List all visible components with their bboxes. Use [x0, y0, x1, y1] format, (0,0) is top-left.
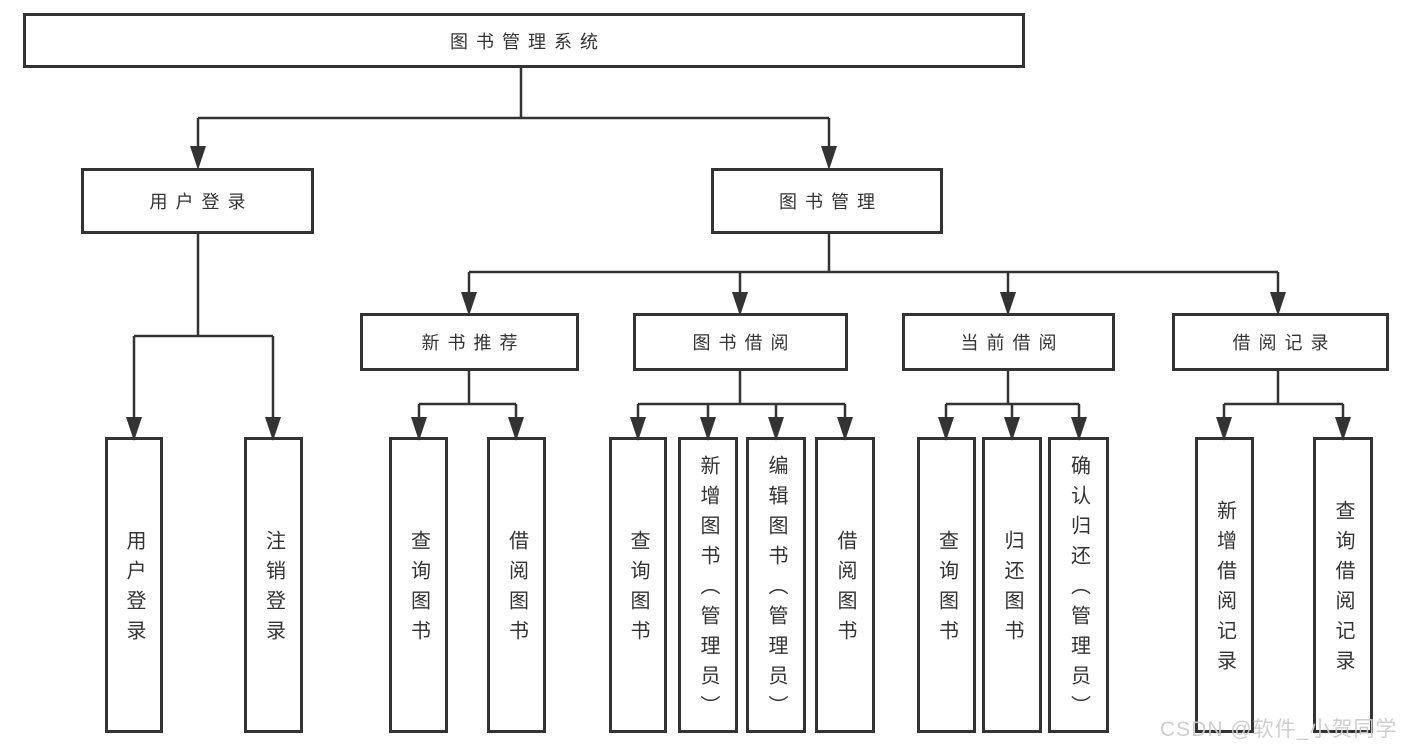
leaf-query-books-2: 查询图书 [609, 437, 667, 733]
leaf-edit-book-admin-label: 编辑图书（管理员） [765, 455, 787, 725]
leaf-add-borrow-record: 新增借阅记录 [1195, 437, 1254, 733]
leaf-query-borrow-record: 查询借阅记录 [1313, 437, 1373, 733]
leaf-return-book-label: 归还图书 [1001, 530, 1023, 650]
csdn-watermark: CSDN @软件_小贺同学 [1160, 718, 1398, 741]
leaf-borrow-books-2-label: 借阅图书 [834, 530, 856, 650]
node-user-login-label: 用户登录 [149, 192, 254, 212]
leaf-query-books-1-label: 查询图书 [407, 530, 430, 650]
leaf-confirm-return-admin-label: 确认归还（管理员） [1067, 455, 1090, 725]
node-current-borrowing-label: 当前借阅 [960, 333, 1065, 353]
leaf-add-borrow-record-label: 新增借阅记录 [1213, 500, 1236, 680]
leaf-logout-login: 注销登录 [244, 437, 303, 733]
leaf-query-books-1: 查询图书 [389, 437, 448, 733]
leaf-query-books-2-label: 查询图书 [627, 530, 649, 650]
leaf-borrow-books-2: 借阅图书 [815, 437, 875, 733]
leaf-user-login-label: 用户登录 [123, 530, 145, 650]
leaf-edit-book-admin: 编辑图书（管理员） [746, 437, 806, 733]
node-book-borrowing-label: 图书借阅 [692, 333, 797, 353]
leaf-borrow-books-1-label: 借阅图书 [505, 530, 528, 650]
leaf-query-books-3: 查询图书 [917, 437, 976, 733]
node-user-login: 用户登录 [81, 168, 314, 234]
leaf-query-books-3-label: 查询图书 [935, 530, 958, 650]
leaf-query-borrow-record-label: 查询借阅记录 [1332, 500, 1354, 680]
leaf-user-login: 用户登录 [105, 437, 163, 733]
node-library-system: 图书管理系统 [23, 13, 1025, 68]
node-current-borrowing: 当前借阅 [902, 313, 1115, 371]
leaf-return-book: 归还图书 [982, 437, 1042, 733]
leaf-add-book-admin-label: 新增图书（管理员） [697, 455, 719, 725]
leaf-borrow-books-1: 借阅图书 [487, 437, 546, 733]
node-borrow-records: 借阅记录 [1172, 313, 1389, 371]
node-new-book-recommend: 新书推荐 [360, 313, 579, 371]
leaf-logout-login-label: 注销登录 [262, 530, 285, 650]
node-book-borrowing: 图书借阅 [633, 313, 848, 371]
node-book-management-label: 图书管理 [779, 192, 883, 212]
leaf-add-book-admin: 新增图书（管理员） [678, 437, 738, 733]
node-book-management: 图书管理 [711, 168, 943, 234]
node-borrow-records-label: 借阅记录 [1232, 333, 1337, 353]
leaf-confirm-return-admin: 确认归还（管理员） [1048, 437, 1109, 733]
node-library-system-label: 图书管理系统 [450, 31, 606, 52]
node-new-book-recommend-label: 新书推荐 [421, 333, 526, 353]
